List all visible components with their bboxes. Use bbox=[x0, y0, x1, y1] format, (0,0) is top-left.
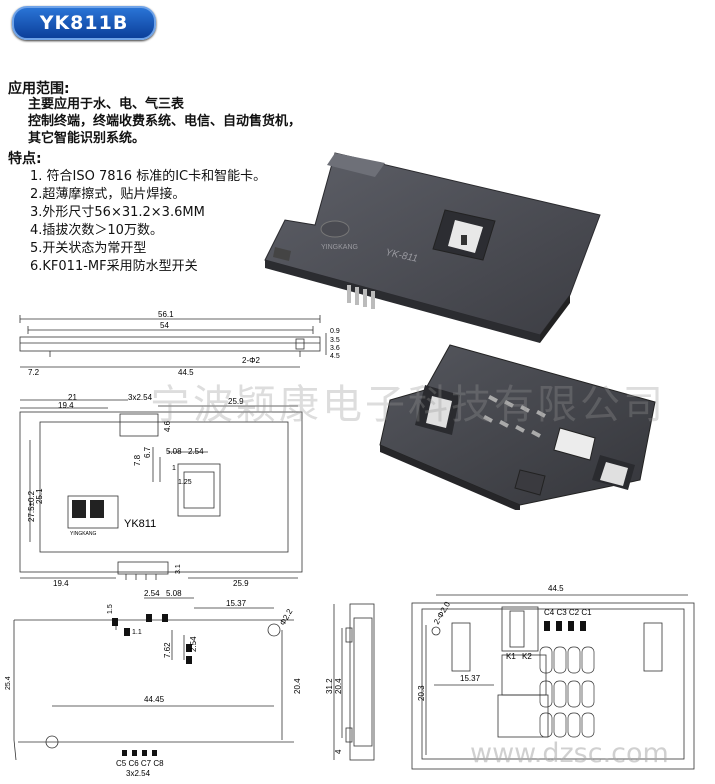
top-19-4: 19.4 bbox=[58, 401, 74, 410]
top-2-54: 2.54 bbox=[188, 447, 204, 456]
top-label: YK811 bbox=[124, 518, 156, 530]
feature-4: 4.插拔次数＞10万数。 bbox=[30, 223, 163, 238]
side-54: 54 bbox=[160, 321, 169, 330]
top-5-08: 5.08 bbox=[166, 447, 182, 456]
top-1-25: 1.25 bbox=[178, 479, 192, 486]
application-heading: 应用范围: bbox=[8, 81, 70, 97]
end-31-2: 31.2 bbox=[325, 678, 334, 694]
application-line-3: 其它智能识别系统。 bbox=[28, 131, 146, 146]
pcb-5-08: 5.08 bbox=[166, 590, 182, 598]
product-photo-bottom bbox=[379, 344, 656, 510]
bottom-k1: K1 bbox=[506, 652, 516, 661]
end-4: 4 bbox=[334, 749, 343, 754]
top-27-5: 27.5±0.2 bbox=[27, 490, 36, 522]
side-7-2: 7.2 bbox=[28, 368, 40, 377]
pcb-2-54b: 2.54 bbox=[189, 636, 198, 652]
feature-1: 1. 符合ISO 7816 标准的IC卡和智能卡。 bbox=[30, 169, 267, 184]
company-watermark: 宁波颖康电子科技有限公司 bbox=[150, 382, 666, 428]
bottom-44-5: 44.5 bbox=[548, 585, 564, 593]
bottom-2phi2: 2-Φ2.0 bbox=[432, 600, 452, 626]
bottom-15-37: 15.37 bbox=[460, 674, 481, 683]
pcb-44-45: 44.45 bbox=[144, 695, 165, 704]
top-6-7: 6.7 bbox=[143, 446, 152, 458]
top-7-8: 7.8 bbox=[133, 454, 142, 466]
top-4-6: 4.6 bbox=[163, 420, 172, 432]
pcb-1-1: 1.1 bbox=[132, 629, 142, 636]
pcb-7-62: 7.62 bbox=[163, 642, 172, 658]
side-0-9: 0.9 bbox=[330, 328, 340, 335]
top-logo-text: YINGKANG bbox=[70, 531, 97, 537]
feature-2: 2.超薄摩擦式，贴片焊接。 bbox=[30, 187, 186, 202]
pcb-3x2-54: 3x2.54 bbox=[126, 769, 151, 778]
site-watermark: www.dzsc.com bbox=[470, 738, 669, 769]
bottom-k2: K2 bbox=[522, 652, 532, 661]
pcb-20-4: 20.4 bbox=[293, 678, 302, 694]
pcb-25-4: 25.4 bbox=[5, 676, 12, 690]
pcb-15-37: 15.37 bbox=[226, 599, 247, 608]
top-21: 21 bbox=[68, 393, 77, 402]
pcb-1-5: 1.5 bbox=[107, 604, 114, 614]
side-3-5: 3.5 bbox=[330, 337, 340, 344]
side-56-1: 56.1 bbox=[158, 310, 174, 319]
top-25-1: 25.1 bbox=[35, 488, 44, 504]
side-4-5: 4.5 bbox=[330, 353, 340, 360]
product-photo-top: YINGKANG YK-811 bbox=[264, 152, 601, 343]
top-19-4b: 19.4 bbox=[53, 579, 69, 588]
bottom-20-3: 20.3 bbox=[417, 685, 426, 701]
top-3x2-54: 3x2.54 bbox=[128, 393, 153, 402]
end-20-4: 20.4 bbox=[334, 678, 343, 694]
pcb-pins: C5 C6 C7 C8 bbox=[116, 759, 164, 768]
side-3-6: 3.6 bbox=[330, 345, 340, 352]
bottom-view-drawing: 44.5 2-Φ2.0 C4 C3 C2 C1 K1 K2 15.37 20.3 bbox=[411, 585, 695, 770]
feature-3: 3.外形尺寸56×31.2×3.6MM bbox=[30, 205, 205, 220]
top-1: 1 bbox=[172, 465, 176, 472]
side-2phi2: 2-Φ2 bbox=[242, 356, 260, 365]
photo-brand: YINGKANG bbox=[321, 244, 358, 251]
bottom-pins: C4 C3 C2 C1 bbox=[544, 608, 592, 617]
feature-6: 6.KF011-MF采用防水型开关 bbox=[30, 259, 198, 274]
features-heading: 特点: bbox=[8, 151, 42, 167]
pcb-phi2-2: Φ2.2 bbox=[278, 607, 295, 627]
model-badge: YK811B bbox=[12, 6, 156, 40]
application-line-1: 主要应用于水、电、气三表 bbox=[28, 97, 185, 112]
model-title: YK811B bbox=[39, 12, 129, 34]
side-view-drawing: 56.1 54 0.9 3.5 3.6 4.5 7.2 44.5 2-Φ2 bbox=[19, 310, 340, 377]
side-44-5: 44.5 bbox=[178, 368, 194, 377]
top-25-9: 25.9 bbox=[228, 397, 244, 406]
pcb-footprint-drawing: 2.54 5.08 15.37 1.5 1.1 Φ2.2 7.62 2.54 2… bbox=[5, 590, 302, 778]
top-25-9b: 25.9 bbox=[233, 579, 249, 588]
top-3-1: 3.1 bbox=[175, 564, 182, 574]
feature-5: 5.开关状态为常开型 bbox=[30, 241, 147, 256]
pcb-2-54: 2.54 bbox=[144, 590, 160, 598]
top-view-drawing: 21 19.4 3x2.54 25.9 4.6 7.8 6.7 5.08 2.5… bbox=[19, 393, 303, 588]
end-view-drawing: 31.2 20.4 4 bbox=[325, 603, 375, 761]
application-line-2: 控制终端，终端收费系统、电信、自动售货机， bbox=[28, 114, 302, 129]
